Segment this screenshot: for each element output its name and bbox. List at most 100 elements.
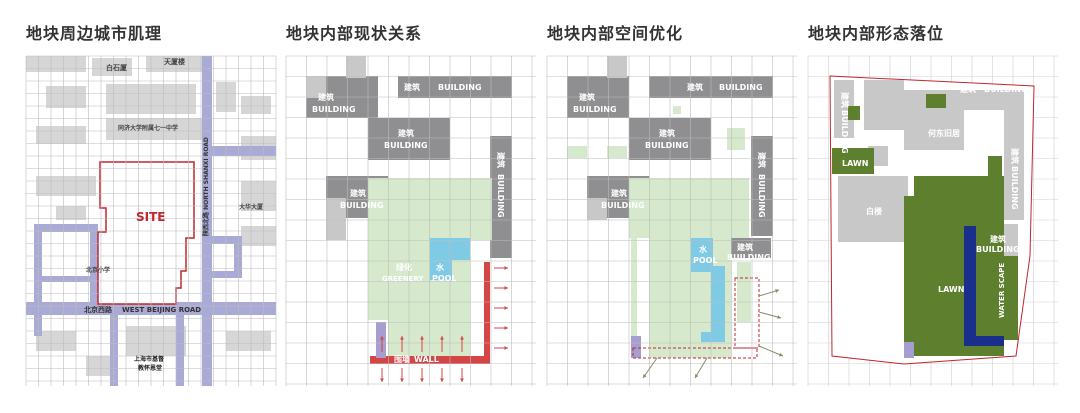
building-label-en-5: BUILDING (727, 253, 771, 262)
building-label-cn-2: 建筑 (989, 234, 1006, 244)
site-label: SITE (136, 210, 166, 224)
bailou-label: 白楼 (866, 206, 882, 216)
surrounding-texture-diagram: SITE 北京西路 WEST BEIJING ROAD 陕西北路 NORTH S… (25, 55, 277, 386)
arrow-head (460, 378, 464, 382)
building-label-cn-1: 建筑 (959, 84, 976, 94)
greenery-label-en: GREENERY (382, 275, 424, 283)
panel-title: 地块内部现状关系 (286, 24, 423, 43)
building-label-vertical: 建筑 (496, 151, 506, 168)
lawn-label-main: LAWN (938, 285, 964, 294)
pool-label-en: POOL (432, 274, 457, 283)
pool-area (691, 238, 725, 342)
arrow-head (504, 306, 508, 310)
flow-arrows (642, 289, 784, 379)
wall-arrows (380, 266, 508, 382)
building-label-en-1: BUILDING (573, 105, 617, 114)
building-label-en-4: BUILDING (601, 201, 645, 210)
arrow-head (504, 286, 508, 290)
building-label-cn-5: 建筑 (736, 242, 753, 252)
corner-mark (631, 336, 641, 358)
pool-area (430, 238, 470, 280)
texture-grid (25, 55, 277, 386)
arrow-line (642, 357, 658, 379)
arrow-head (400, 336, 404, 340)
arrow-head (775, 289, 779, 293)
building-label-cn-3: 建筑 (397, 128, 414, 138)
dashed-boundary (632, 277, 760, 359)
building-label-en-3: BUILDING (384, 141, 428, 150)
building-label-vertical: 建筑 (757, 151, 767, 168)
corner-mark (904, 342, 914, 358)
wall-label-en: WALL (414, 355, 439, 364)
building-label-5: 北京小学 (86, 266, 110, 274)
building-label-en-vertical-2: BUILDING (1010, 166, 1019, 210)
arrow-head (504, 346, 508, 350)
building-label-vertical-en: BUILDING (496, 174, 505, 218)
arrow-head (400, 378, 404, 382)
arrow-head (380, 336, 384, 340)
shaanxi-road-label: 陕西北路 NORTH SHANXI ROAD (202, 137, 210, 236)
building-label-vertical-en: BUILDING (757, 174, 766, 218)
road-label-en: WEST BEIJING ROAD (122, 306, 201, 314)
pool-label-cn: 水 (698, 244, 708, 254)
building-label-cn-vertical: 建筑 (840, 91, 850, 108)
panel-title: 地块周边城市肌理 (26, 24, 163, 43)
greenery-label-cn: 绿化 (396, 262, 412, 272)
arrow-head (380, 378, 384, 382)
building-label-en-1: BUILDING (312, 105, 356, 114)
optimization-grid (546, 55, 797, 386)
building-label-en-2: BUILDING (976, 245, 1020, 254)
building-label-en-vertical: BUILDING (840, 110, 849, 154)
building-label-1: 白石厦 (106, 63, 128, 72)
current-relations-diagram: 建筑 BUILDING 建筑 BUILDING 建筑 BUILDING 建筑 B… (285, 55, 536, 386)
building-label-en-2: BUILDING (438, 83, 482, 92)
building-label-cn-1: 建筑 (578, 92, 595, 102)
hedong-label: 何东旧居 (928, 128, 960, 138)
building-label-cn-3: 建筑 (658, 128, 675, 138)
arrow-head (420, 378, 424, 382)
pool-label-cn: 水 (435, 262, 445, 272)
panel-title: 地块内部形态落位 (808, 24, 945, 43)
arrow-line (694, 357, 708, 379)
building-label-2: 天厦楼 (164, 57, 185, 66)
pool-label-en: POOL (693, 256, 718, 265)
building-label-cn-4: 建筑 (610, 188, 627, 198)
relation-grid (285, 55, 536, 386)
lawn-area (832, 94, 1018, 356)
buildings-light (306, 56, 366, 240)
panel-space-optimization: 地块内部空间优化 (546, 0, 797, 413)
building-label-6a: 上海市基督 (134, 355, 164, 363)
building-label-6b: 教怀恩堂 (137, 364, 162, 372)
building-label-cn-vertical-2: 建筑 (1010, 147, 1020, 164)
building-label-cn-1: 建筑 (317, 92, 334, 102)
road-label-cn: 北京西路 (84, 305, 113, 314)
arrow-head (777, 315, 781, 319)
building-label-cn-4: 建筑 (349, 188, 366, 198)
arrow-head (504, 266, 508, 270)
arrow-head (440, 378, 444, 382)
lawn-label-small: LAWN (842, 159, 868, 168)
panel-form-placement: 地块内部形态落位 建筑 BUILDING (807, 0, 1058, 413)
arrow-head (779, 352, 783, 357)
arrow-head (504, 326, 508, 330)
arrow-head (643, 374, 647, 378)
form-placement-diagram: 建筑 BUILDING 建筑 BUILDING 建筑 BUILDING 何东旧居… (807, 55, 1058, 386)
space-optimization-diagram: 建筑 BUILDING 建筑 BUILDING 建筑 BUILDING 建筑 B… (546, 55, 797, 386)
arrow-head (440, 336, 444, 340)
building-label-4: 大华大厦 (239, 203, 264, 211)
arrow-head (460, 336, 464, 340)
arrow-line (758, 311, 782, 319)
building-label-en-4: BUILDING (340, 201, 384, 210)
building-label-en-1: BUILDING (984, 85, 1028, 94)
panel-title: 地块内部空间优化 (547, 24, 684, 43)
arrow-head (695, 374, 699, 378)
panel-surrounding-texture: 地块周边城市肌理 (25, 0, 277, 413)
building-label-en-2: BUILDING (719, 83, 763, 92)
building-label-en-3: BUILDING (645, 141, 689, 150)
site-outline (97, 161, 195, 305)
building-label-cn-2: 建筑 (403, 82, 420, 92)
building-label-3: 同济大学附属七一中学 (118, 124, 178, 132)
corner-mark (376, 322, 386, 358)
building-label-cn-2: 建筑 (686, 82, 703, 92)
water-scape-label: WATER SCAPE (998, 263, 1006, 318)
